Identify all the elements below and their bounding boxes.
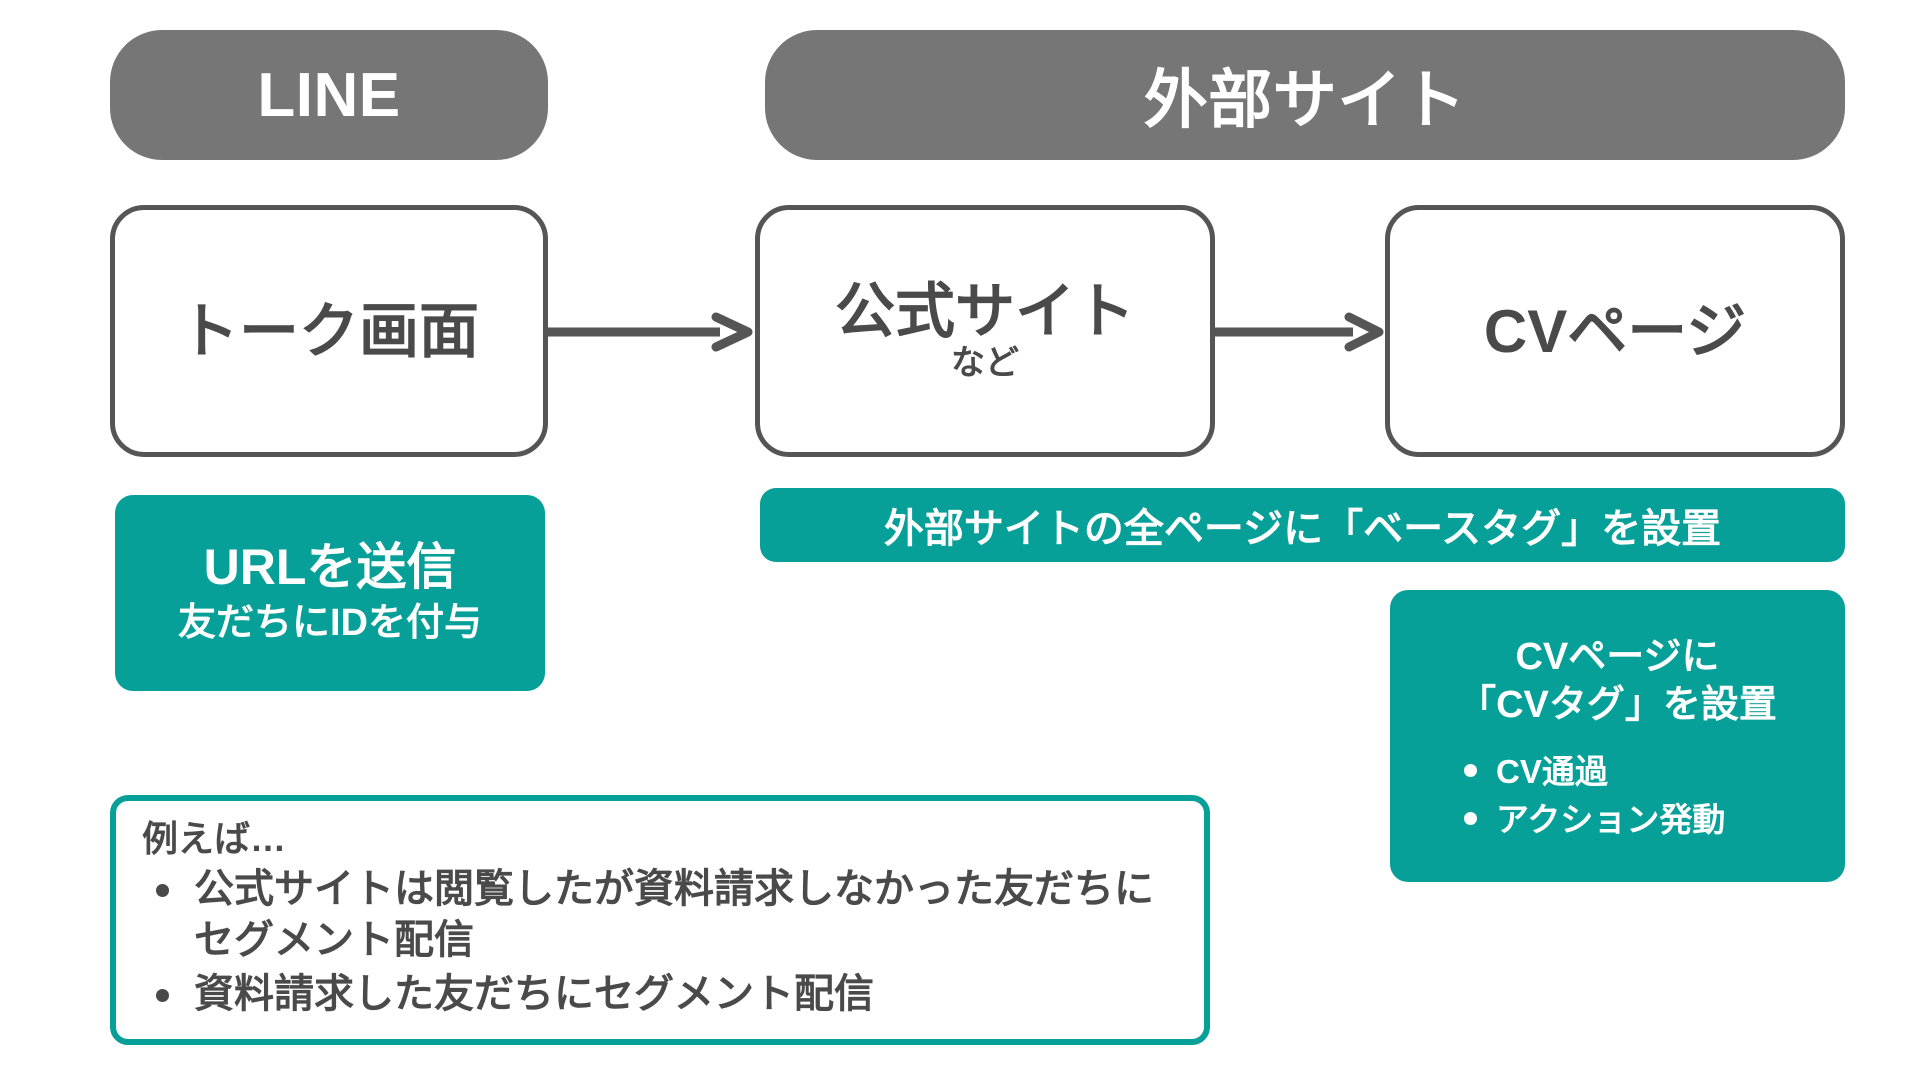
callout-url-send-secondary: 友だちにIDを付与: [177, 601, 482, 644]
callout-base-tag-banner-label: 外部サイトの全ページに「ベースタグ」を設置: [883, 507, 1722, 551]
callout-cv-tag: CVページに 「CVタグ」を設置 CV通過 アクション発動: [1390, 590, 1845, 882]
callout-cv-tag-heading-line-1: CVページに: [1515, 635, 1720, 678]
list-item: アクション発動: [1462, 796, 1845, 844]
flow-node-official-site-title: 公式サイト: [835, 277, 1135, 345]
flow-node-official-site-subtitle: など: [951, 343, 1019, 382]
example-callout-box: 例えば… 公式サイトは閲覧したが資料請求しなかった友だちにセグメント配信 資料請…: [110, 795, 1210, 1045]
flow-arrow-talk-to-official-icon: [548, 312, 753, 352]
flow-node-cv-page-title: CVページ: [1483, 297, 1747, 365]
callout-url-send-primary: URLを送信: [203, 539, 457, 596]
flow-node-talk-screen: トーク画面: [110, 205, 548, 457]
flow-node-cv-page: CVページ: [1385, 205, 1845, 457]
flow-node-talk-screen-title: トーク画面: [179, 297, 479, 365]
callout-cv-tag-heading-line-2: 「CVタグ」を設置: [1458, 684, 1777, 727]
header-pill-external-site: 外部サイト: [765, 30, 1845, 160]
flow-arrow-official-to-cv-icon: [1213, 312, 1384, 352]
list-item: 資料請求した友だちにセグメント配信: [150, 969, 1178, 1020]
header-pill-line: LINE: [110, 30, 548, 160]
callout-url-send: URLを送信 友だちにIDを付与: [115, 495, 545, 691]
callout-base-tag-banner: 外部サイトの全ページに「ベースタグ」を設置: [760, 488, 1845, 562]
example-callout-bullet-list: 公式サイトは閲覧したが資料請求しなかった友だちにセグメント配信 資料請求した友だ…: [142, 864, 1178, 1020]
list-item: 公式サイトは閲覧したが資料請求しなかった友だちにセグメント配信: [150, 864, 1178, 966]
list-item: CV通過: [1462, 748, 1845, 796]
header-pill-line-label: LINE: [257, 60, 401, 130]
callout-cv-tag-bullet-list: CV通過 アクション発動: [1390, 748, 1845, 844]
header-pill-external-site-label: 外部サイト: [1143, 64, 1467, 136]
callout-cv-tag-heading: CVページに 「CVタグ」を設置: [1390, 633, 1845, 730]
example-callout-heading: 例えば…: [142, 818, 287, 859]
flow-node-official-site: 公式サイト など: [755, 205, 1215, 457]
